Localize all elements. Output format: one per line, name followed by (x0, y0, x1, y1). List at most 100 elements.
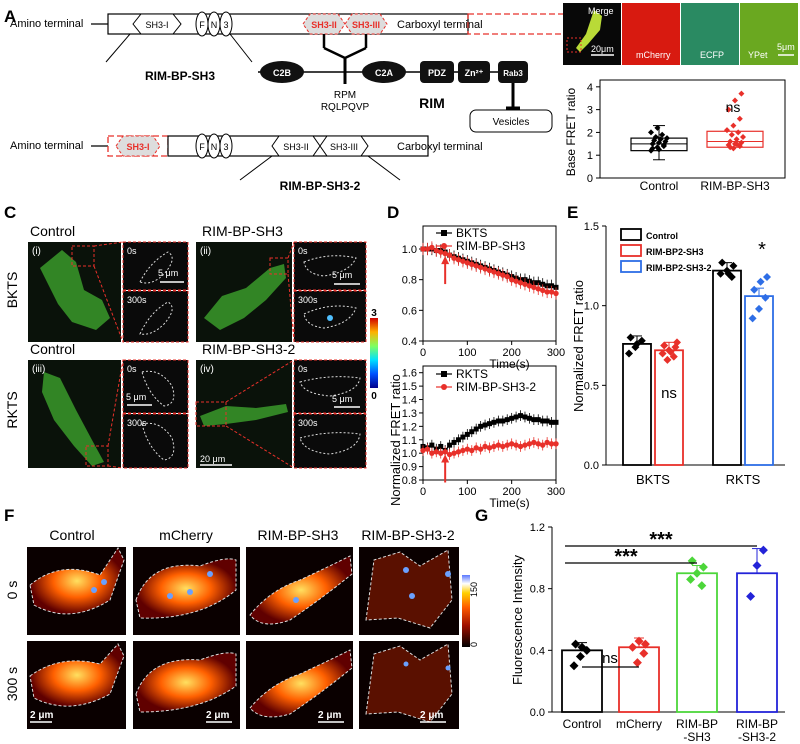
b-data-point (730, 122, 737, 129)
g-xtick-label: mCherry (616, 717, 662, 731)
panel-a-diagram: Amino terminal SH3-I F N 3 SH3-II SH3-II… (10, 11, 573, 193)
g-annotation-star-2: *** (614, 546, 638, 568)
f-mcherry-300s-cell (135, 652, 237, 713)
zn-label: Zn²⁺ (465, 68, 484, 78)
g-data-point (686, 574, 696, 584)
rim-label: RIM (419, 95, 445, 111)
b-data-point (664, 135, 670, 142)
e-xtick-label: BKTS (636, 472, 670, 487)
f-rim-bp-sh3-2-0s-spot-3 (445, 571, 451, 577)
g-ytick-label: 0.4 (530, 645, 545, 657)
fn3-3-bottom (219, 133, 233, 159)
g-data-point (698, 562, 708, 572)
sh3-i-domain (132, 13, 182, 35)
image-i-inset-300s (122, 290, 189, 343)
d-top-point (540, 287, 546, 294)
sh3-i-label: SH3-I (145, 20, 168, 30)
g-ylabel: Fluorescence Intensity (510, 554, 525, 685)
e-ytick-label: 1.5 (584, 221, 599, 233)
d-bottom-point (446, 451, 453, 458)
e-legend-swatch (620, 228, 642, 241)
panel-c-col-rim-bp-sh3-2: RIM-BP-SH3-2 (202, 341, 296, 357)
image-iii-label: (iii) (32, 364, 45, 375)
g-annotation-star-1: *** (649, 529, 673, 551)
carboxyl-terminal-label-top: Carboxyl terminal (397, 19, 483, 31)
image-iii-t0: 0s (127, 364, 137, 374)
f-rim-bp-sh3-2-0s-spot-2 (409, 593, 415, 599)
panel-f-col-rim-bp-sh3-2: RIM-BP-SH3-2 (361, 527, 455, 543)
d-bottom-point (522, 414, 528, 420)
d-bottom-point (504, 417, 510, 423)
vesicles-label: Vesicles (493, 117, 530, 128)
image-iii-zoom-line-1 (107, 359, 124, 447)
rqlpqvp-label: RQLPQVP (321, 102, 370, 113)
d-ylabel: Normalized FRET ratio (388, 374, 403, 506)
d-bottom-point (522, 442, 528, 448)
panel-letter-c: C (4, 203, 16, 222)
sh3-iii-domain-bottom (319, 135, 369, 157)
g-data-point (577, 642, 587, 652)
image-i-scale: 5 μm (158, 268, 178, 278)
d-bottom-point (518, 413, 524, 419)
b-data-point (736, 115, 743, 122)
g-data-point (632, 658, 642, 668)
d-bottom-point (553, 441, 559, 447)
d-bottom-xtick-label: 300 (547, 486, 565, 498)
image-iv-inset-300s-outline (299, 432, 361, 455)
image-i-inset-300s-outline (139, 301, 173, 335)
d-bottom-point (473, 426, 479, 432)
image-ii-cell (204, 264, 286, 330)
e-data-point (748, 314, 757, 323)
rab3-domain (498, 61, 528, 83)
image-iii-inset-300s (122, 413, 189, 469)
d-bottom-point (500, 418, 506, 424)
panel-letter-a: A (4, 7, 16, 26)
e-bar (622, 343, 652, 466)
d-top-ytick-label: 1.0 (402, 244, 417, 256)
e-data-point (755, 304, 763, 313)
rpm-label: RPM (334, 90, 356, 101)
g-ytick-label: 1.2 (530, 522, 545, 534)
e-data-point (663, 355, 672, 364)
d-top-point (535, 286, 541, 292)
image-i-cell (40, 250, 110, 330)
b-data-point (728, 131, 735, 138)
e-data-point (716, 269, 725, 278)
d-top-legend-marker (441, 230, 447, 236)
d-top-point (424, 246, 431, 252)
d-bottom-xtick-label: 200 (502, 486, 520, 498)
sh3-ii-label-top: SH3-II (311, 20, 337, 30)
panel-f-colorbar (462, 575, 470, 647)
image-iv-zoom-line-1 (225, 359, 295, 403)
g-data-point (639, 648, 649, 658)
panel-c-col-control: Control (30, 223, 75, 239)
sh3-i-label-bottom: SH3-I (126, 142, 149, 152)
image-ii-scale: 5 μm (332, 270, 352, 280)
d-bottom-point (451, 450, 457, 456)
image-iv-cell (200, 404, 288, 426)
f-rim-bp-sh3-2-300s-cell (365, 643, 453, 723)
b-ytick-label: 0 (587, 173, 593, 185)
g-data-point (752, 561, 762, 571)
ecfp-label: ECFP (700, 50, 724, 60)
f-rim-bp-sh3-300s-cell (249, 649, 353, 718)
image-iv-roi (195, 401, 227, 427)
e-data-point (756, 277, 765, 286)
d-bottom-ytick-label: 1.3 (402, 408, 417, 420)
d-bottom-point (540, 442, 546, 448)
e-legend-label: Control (646, 231, 678, 241)
e-bar (654, 349, 684, 466)
e-annotation-ns: ns (661, 385, 677, 402)
d-bottom-ytick-label: 1.2 (402, 421, 417, 433)
g-data-point (634, 636, 644, 646)
d-bottom-ytick-label: 1.5 (402, 381, 417, 393)
d-bottom-point (495, 442, 502, 448)
d-bottom-point (544, 418, 550, 424)
d-top-point (433, 247, 439, 254)
image-ii-inset-0s-outline (303, 255, 357, 277)
g-bar (561, 649, 603, 713)
